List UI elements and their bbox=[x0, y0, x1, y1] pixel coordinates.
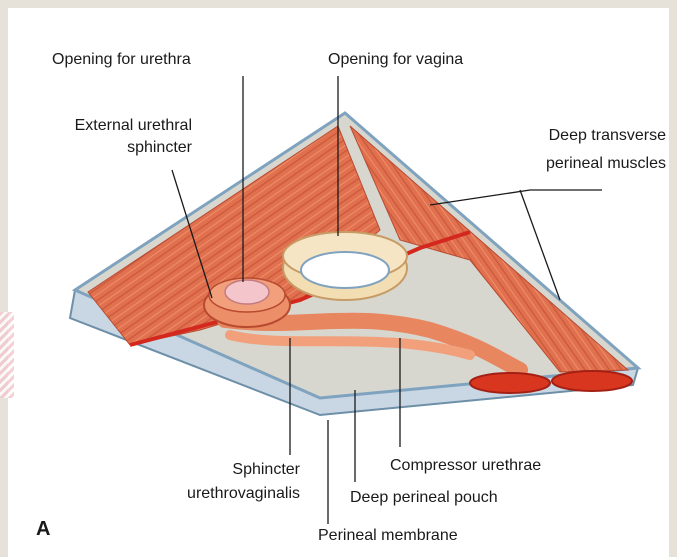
label-perineal-membrane: Perineal membrane bbox=[318, 526, 458, 546]
label-external-sphincter-1: External urethral bbox=[32, 116, 192, 136]
label-opening-urethra: Opening for urethra bbox=[52, 50, 191, 70]
cut-muscle-end-1 bbox=[470, 373, 550, 393]
label-sphincter-uv-2: urethrovaginalis bbox=[150, 484, 300, 504]
label-compressor-urethrae: Compressor urethrae bbox=[390, 456, 541, 476]
cut-muscle-end-2 bbox=[552, 371, 632, 391]
label-sphincter-uv-1: Sphincter bbox=[180, 460, 300, 480]
label-deep-perineal-pouch: Deep perineal pouch bbox=[350, 488, 498, 508]
label-external-sphincter-2: sphincter bbox=[32, 138, 192, 158]
urethra-opening bbox=[225, 280, 269, 304]
label-deep-transverse-2: perineal muscles bbox=[486, 154, 666, 174]
vagina-opening bbox=[301, 252, 389, 288]
label-deep-transverse-1: Deep transverse bbox=[486, 126, 666, 146]
panel-letter: A bbox=[36, 518, 50, 541]
label-opening-vagina: Opening for vagina bbox=[328, 50, 463, 70]
